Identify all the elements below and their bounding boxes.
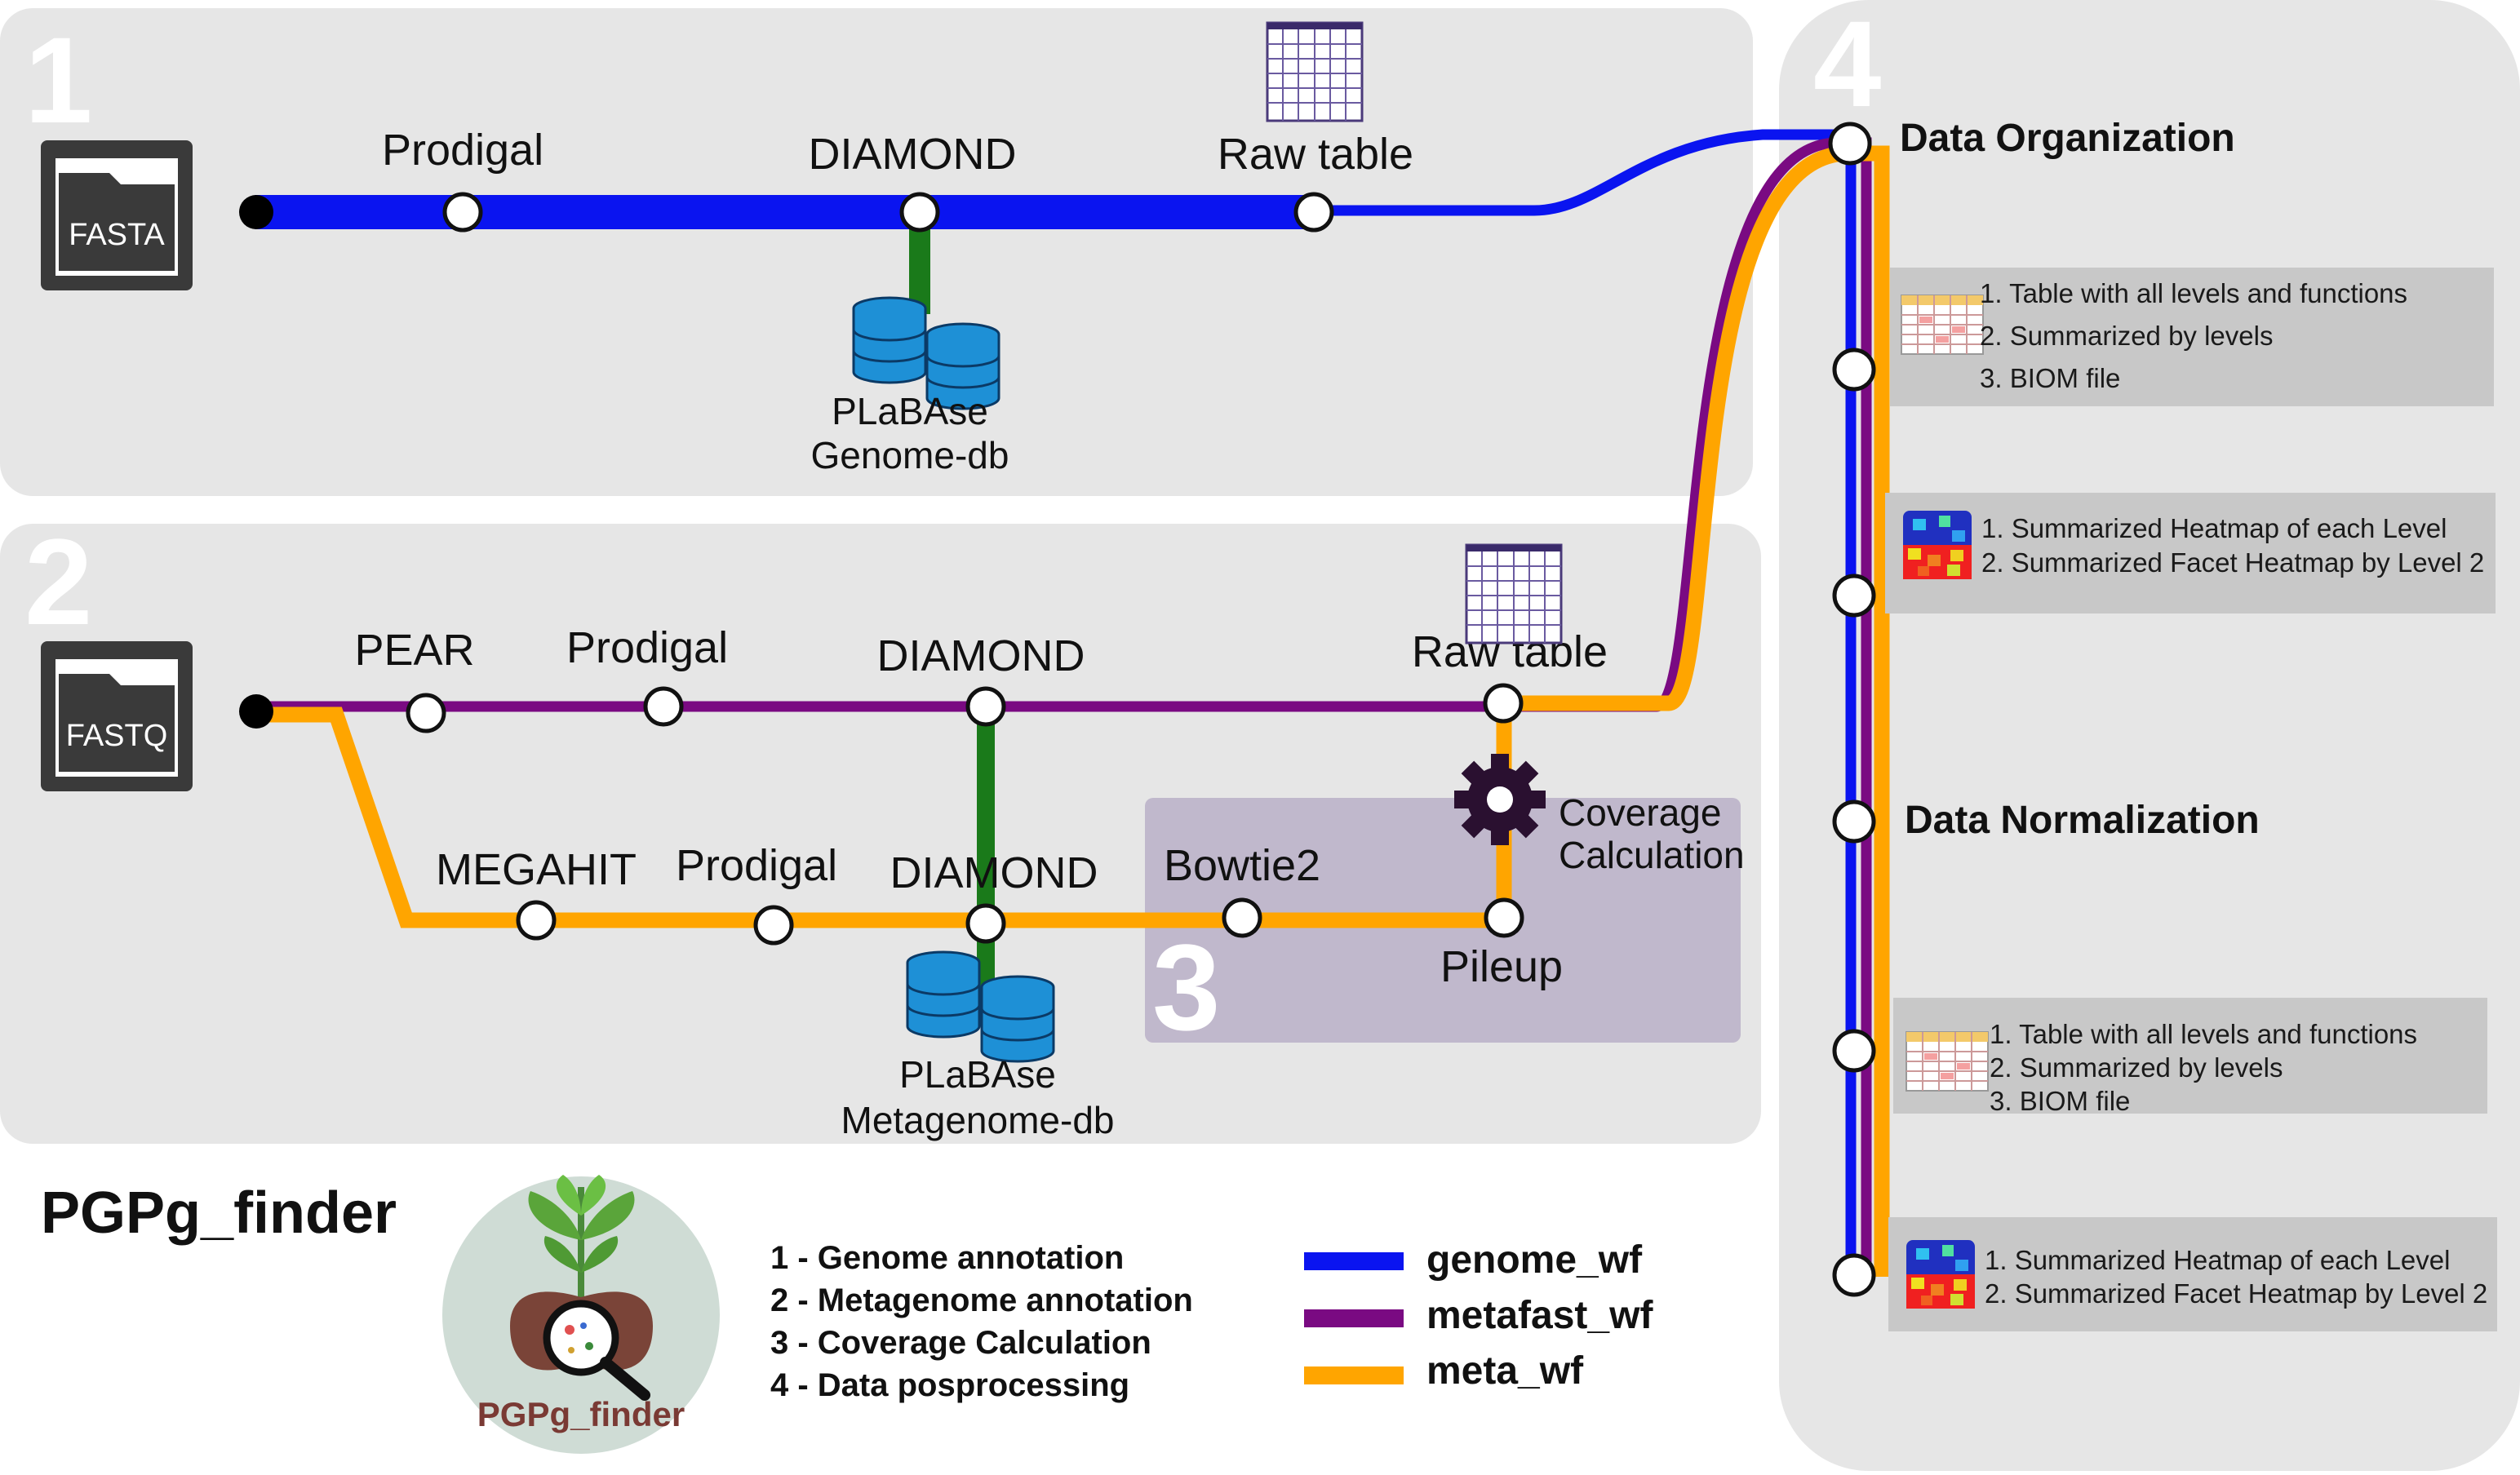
label-genome-diamond: DIAMOND	[809, 130, 1017, 179]
norm-heatmap-line-2: 2. Summarized Facet Heatmap by Level 2	[1985, 1278, 2487, 1309]
title-data-normalization: Data Normalization	[1905, 799, 2260, 842]
table-grid-icon-metagenome	[1465, 543, 1563, 644]
node-meta-prodigal	[753, 905, 794, 946]
legend-label-metafast-wf: metafast_wf	[1426, 1294, 1653, 1337]
table-grid-icon-genome	[1266, 21, 1364, 122]
node-pear	[406, 693, 446, 733]
genome-wf-connector	[1314, 129, 1857, 1277]
meta-wf-line	[255, 145, 1890, 1277]
label-genome-db-line1: PLaBAse	[832, 390, 988, 432]
legend-label-meta-wf: meta_wf	[1426, 1349, 1584, 1393]
label-genome-prodigal: Prodigal	[382, 126, 543, 175]
node-data-organization	[1828, 122, 1872, 166]
node-meta-diamond	[965, 903, 1006, 944]
org-table-line-3: 3. BIOM file	[1980, 363, 2120, 393]
legend-step-2: 2 - Metagenome annotation	[770, 1282, 1193, 1318]
label-meta-prodigal: Prodigal	[676, 841, 837, 890]
node-norm-heatmaps	[1832, 1253, 1876, 1297]
node-metafast-diamond	[965, 686, 1006, 727]
node-genome-prodigal	[442, 192, 483, 233]
heatmap-thumbnail-icon-1	[1903, 511, 1972, 579]
label-pear: PEAR	[354, 626, 474, 675]
box-organization-heatmaps	[1885, 493, 2496, 613]
label-metagenome-db-line1: PLaBAse	[899, 1053, 1056, 1096]
node-org-tables	[1832, 348, 1876, 392]
node-pileup	[1484, 897, 1524, 938]
node-metafast-raw-table	[1483, 683, 1524, 724]
org-table-line-2: 2. Summarized by levels	[1980, 321, 2273, 351]
org-heatmap-line-1: 1. Summarized Heatmap of each Level	[1981, 513, 2447, 543]
title-data-organization: Data Organization	[1900, 117, 2235, 160]
logo-text: PGPg_finder	[477, 1395, 685, 1433]
gear-icon	[1454, 754, 1546, 845]
panel-genome-annotation	[0, 8, 1753, 496]
node-data-normalization	[1832, 800, 1876, 844]
norm-table-line-2: 2. Summarized by levels	[1990, 1052, 2283, 1083]
label-metafast-prodigal: Prodigal	[566, 623, 728, 672]
fastq-start-dot	[239, 694, 273, 729]
label-coverage-line1: Coverage	[1559, 791, 1721, 834]
label-pileup: Pileup	[1440, 942, 1563, 991]
label-coverage-line2: Calculation	[1559, 834, 1745, 876]
heatmap-thumbnail-icon-2	[1906, 1240, 1975, 1309]
label-genome-db-line2: Genome-db	[811, 434, 1009, 476]
org-table-line-1: 1. Table with all levels and functions	[1980, 278, 2407, 308]
section-number-3: 3	[1152, 919, 1220, 1056]
label-meta-diamond: DIAMOND	[890, 848, 1098, 897]
metafast-wf-line	[255, 137, 1872, 1277]
norm-table-line-3: 3. BIOM file	[1990, 1086, 2130, 1116]
org-heatmap-line-2: 2. Summarized Facet Heatmap by Level 2	[1981, 547, 2484, 578]
table-thumbnail-icon-2	[1906, 1031, 1989, 1092]
section-number-1: 1	[24, 11, 92, 148]
folder-icon-fasta: FASTA	[41, 140, 193, 290]
section-number-2: 2	[24, 513, 92, 650]
node-genome-diamond	[899, 192, 940, 233]
section-number-4: 4	[1813, 0, 1881, 132]
node-org-heatmaps	[1832, 574, 1876, 618]
legend-step-4: 4 - Data posprocessing	[770, 1367, 1129, 1403]
label-metagenome-db-line2: Metagenome-db	[841, 1099, 1115, 1141]
brand-title: PGPg_finder	[41, 1180, 397, 1246]
norm-table-line-1: 1. Table with all levels and functions	[1990, 1019, 2417, 1049]
box-normalization-tables	[1893, 998, 2487, 1114]
node-metafast-prodigal	[643, 686, 684, 727]
genome-start-dot	[239, 195, 273, 229]
legend-step-1: 1 - Genome annotation	[770, 1240, 1124, 1276]
logo: PGPg_finder	[442, 1175, 720, 1454]
label-megahit: MEGAHIT	[436, 845, 637, 894]
node-genome-raw-table	[1293, 192, 1334, 233]
folder-icon-fastq: FASTQ	[41, 641, 193, 791]
norm-heatmap-line-1: 1. Summarized Heatmap of each Level	[1985, 1245, 2450, 1275]
legend-step-3: 3 - Coverage Calculation	[770, 1325, 1151, 1361]
label-metafast-diamond: DIAMOND	[877, 631, 1085, 680]
fastq-label: FASTQ	[66, 719, 168, 753]
node-megahit	[516, 900, 557, 941]
label-genome-raw-table: Raw table	[1218, 130, 1413, 179]
label-bowtie2: Bowtie2	[1164, 841, 1320, 890]
legend-label-genome-wf: genome_wf	[1426, 1238, 1643, 1282]
node-norm-tables	[1832, 1029, 1876, 1073]
node-bowtie2	[1222, 897, 1262, 938]
table-thumbnail-icon-1	[1901, 295, 1984, 355]
box-normalization-heatmaps	[1888, 1217, 2497, 1331]
fasta-label: FASTA	[69, 218, 165, 252]
box-organization-tables	[1890, 268, 2494, 406]
